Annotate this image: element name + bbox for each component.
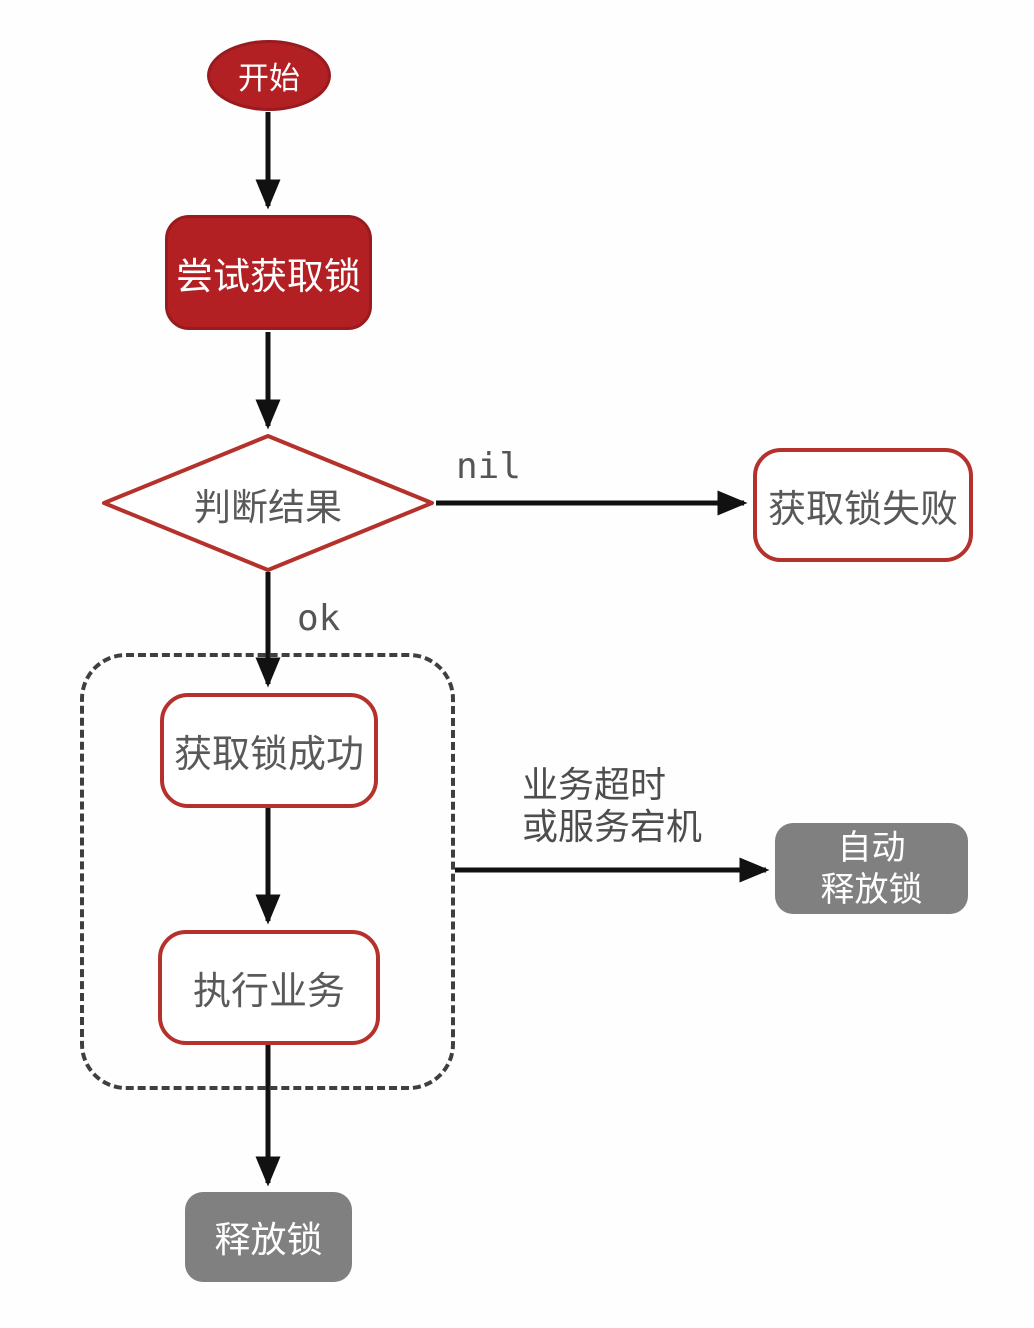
node-judge: 判断结果 (104, 436, 432, 571)
edge-label-timeout-line2: 或服务宕机 (522, 806, 703, 847)
node-lock-fail: 获取锁失败 (753, 448, 973, 562)
node-release-label: 释放锁 (214, 1219, 323, 1260)
edge-label-nil: nil (456, 446, 522, 487)
node-try-lock: 尝试获取锁 (165, 215, 372, 330)
node-run-business: 执行业务 (158, 930, 380, 1045)
node-judge-label: 判断结果 (194, 486, 342, 528)
node-auto-release: 自动 释放锁 (775, 823, 968, 914)
node-auto-release-label-line2: 释放锁 (820, 870, 923, 909)
node-release: 释放锁 (185, 1192, 352, 1282)
node-lock-fail-label: 获取锁失败 (767, 488, 958, 531)
node-start-label: 开始 (238, 61, 300, 96)
node-run-business-label: 执行业务 (192, 971, 345, 1013)
edge-label-timeout: 业务超时 或服务宕机 (522, 764, 702, 848)
node-try-lock-label: 尝试获取锁 (176, 255, 361, 297)
node-lock-success: 获取锁成功 (160, 693, 378, 808)
node-lock-success-label: 获取锁成功 (173, 734, 364, 776)
judge-diamond-shape (102, 434, 434, 572)
edge-label-ok: ok (297, 598, 341, 639)
node-auto-release-label-line1: 自动 (837, 828, 906, 867)
edge-label-timeout-line1: 业务超时 (522, 764, 667, 805)
node-start: 开始 (207, 40, 331, 111)
lock-held-group (80, 653, 455, 1090)
